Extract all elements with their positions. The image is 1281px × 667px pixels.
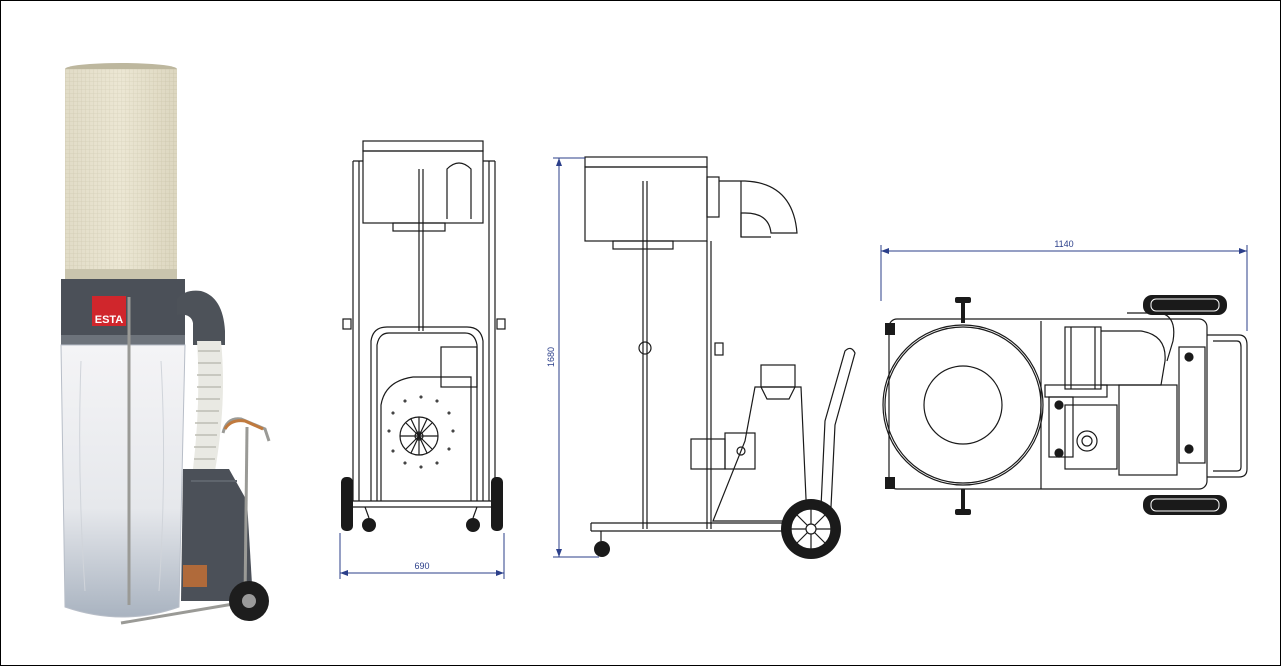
cart-frame: [120, 297, 271, 625]
collection-bag: [60, 344, 186, 618]
elbow-duct: [177, 290, 225, 345]
product-photo: ESTA: [60, 63, 271, 625]
front-view-drawing: [341, 140, 506, 532]
filter-cartridge: [65, 63, 177, 279]
height-dimension-label: 1680: [546, 347, 556, 367]
width-dimension-label: 690: [414, 561, 429, 571]
flexible-hose: [193, 341, 223, 471]
housing-ring: ESTA: [61, 279, 185, 345]
rear-wheel: [229, 581, 269, 621]
length-dimension-label: 1140: [1054, 239, 1073, 249]
height-dimension: 1680: [546, 157, 599, 558]
top-view-drawing: [882, 295, 1248, 515]
brand-badge: [92, 296, 126, 326]
side-view-drawing: [584, 156, 856, 559]
brand-label: ESTA: [95, 314, 124, 326]
blower-housing: [181, 469, 253, 601]
cart-handle: [223, 419, 264, 431]
length-dimension: 1140: [880, 239, 1248, 331]
width-dimension: 690: [339, 533, 505, 579]
